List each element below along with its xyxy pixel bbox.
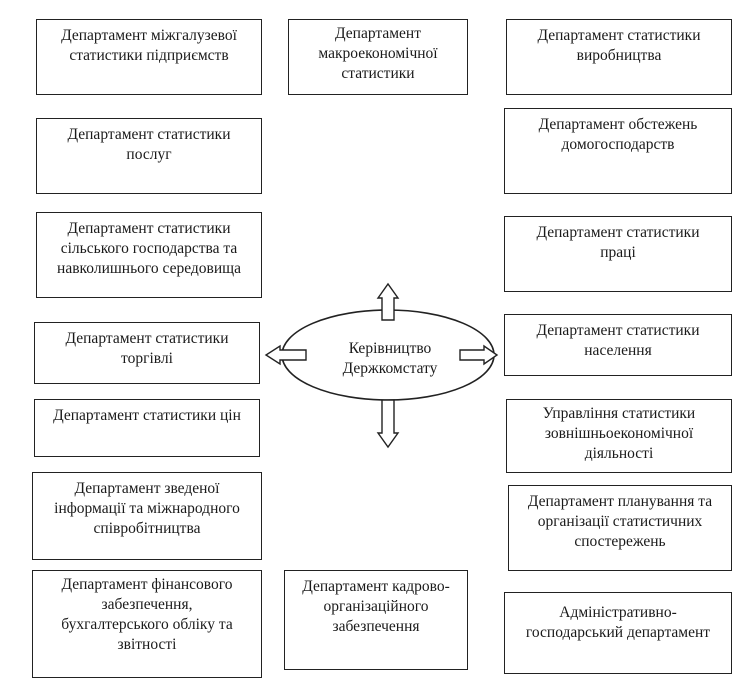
arrow-right <box>459 344 499 366</box>
department-administrative-box: Адміністративно- господарський департаме… <box>504 592 732 674</box>
department-households-box: Департамент обстежень домогосподарств <box>504 108 732 194</box>
department-finance-box: Департамент фінансового забезпечення, бу… <box>32 570 262 678</box>
box-line: забезпечення, <box>101 596 193 613</box>
arrow-down <box>376 399 400 449</box>
box-line: Департамент кадрово- <box>302 578 450 595</box>
department-personnel-box: Департамент кадрово- організаційного заб… <box>284 570 468 670</box>
box-line: виробництва <box>576 47 662 64</box>
department-interbranch-box: Департамент міжгалузевої статистики підп… <box>36 19 262 95</box>
department-population-box: Департамент статистики населення <box>504 314 732 376</box>
box-line: Департамент статистики <box>65 330 229 347</box>
department-macroeconomic-box: Департамент макроекономічної статистики <box>288 19 468 95</box>
box-line: звітності <box>117 636 177 653</box>
box-line: Департамент статистики <box>67 220 231 237</box>
department-labour-box: Департамент статистики праці <box>504 216 732 292</box>
box-line: Департамент зведеної <box>74 480 220 497</box>
department-production-box: Департамент статистики виробництва <box>506 19 732 95</box>
center-label-line: Держкомстату <box>342 360 438 377</box>
box-line: Департамент статистики <box>536 322 700 339</box>
box-line: Адміністративно- <box>559 604 677 621</box>
box-line: населення <box>584 342 652 359</box>
box-line: Управління статистики <box>542 405 696 422</box>
box-line: статистики <box>341 65 415 82</box>
box-line: Департамент <box>335 25 421 42</box>
department-consolidated-info-box: Департамент зведеної інформації та міжна… <box>32 472 262 560</box>
department-agriculture-box: Департамент статистики сільського господ… <box>36 212 262 298</box>
box-line: домогосподарств <box>561 136 675 153</box>
box-line: статистики підприємств <box>69 47 229 64</box>
arrow-left <box>264 344 307 366</box>
box-line: навколишнього середовища <box>57 260 241 277</box>
department-foreign-economic-box: Управління статистики зовнішньоекономічн… <box>506 399 732 473</box>
box-line: Департамент статистики <box>536 224 700 241</box>
box-line: Департамент статистики цін <box>53 407 241 424</box>
box-line: співробітництва <box>93 520 201 537</box>
arrow-up <box>376 282 400 321</box>
box-line: інформації та міжнародного <box>54 500 240 517</box>
box-line: діяльності <box>584 445 654 462</box>
box-line: бухгалтерського обліку та <box>61 616 233 633</box>
department-prices-box: Департамент статистики цін <box>34 399 260 457</box>
box-line: організації статистичних <box>537 513 703 530</box>
center-label-line: Керівництво <box>348 340 432 357</box>
box-line: сільського господарства та <box>60 240 238 257</box>
box-line: макроекономічної <box>318 45 438 62</box>
box-line: торгівлі <box>121 350 173 367</box>
box-line: організаційного <box>323 598 429 615</box>
box-line: Департамент фінансового <box>61 576 233 593</box>
box-line: праці <box>600 244 636 261</box>
department-services-box: Департамент статистики послуг <box>36 118 262 194</box>
box-line: послуг <box>126 146 172 163</box>
box-line: Департамент міжгалузевої <box>61 27 237 44</box>
center-label: Керівництво Держкомстату <box>318 339 462 379</box>
department-planning-box: Департамент планування та організації ст… <box>508 485 732 571</box>
box-line: Департамент обстежень <box>538 116 698 133</box>
box-line: Департамент планування та <box>527 493 713 510</box>
department-trade-box: Департамент статистики торгівлі <box>34 322 260 384</box>
box-line: Департамент статистики <box>537 27 701 44</box>
box-line: спостережень <box>574 533 666 550</box>
box-line: забезпечення <box>332 618 420 635</box>
box-line: Департамент статистики <box>67 126 231 143</box>
box-line: господарський департамент <box>525 624 711 641</box>
box-line: зовнішньоекономічної <box>544 425 694 442</box>
